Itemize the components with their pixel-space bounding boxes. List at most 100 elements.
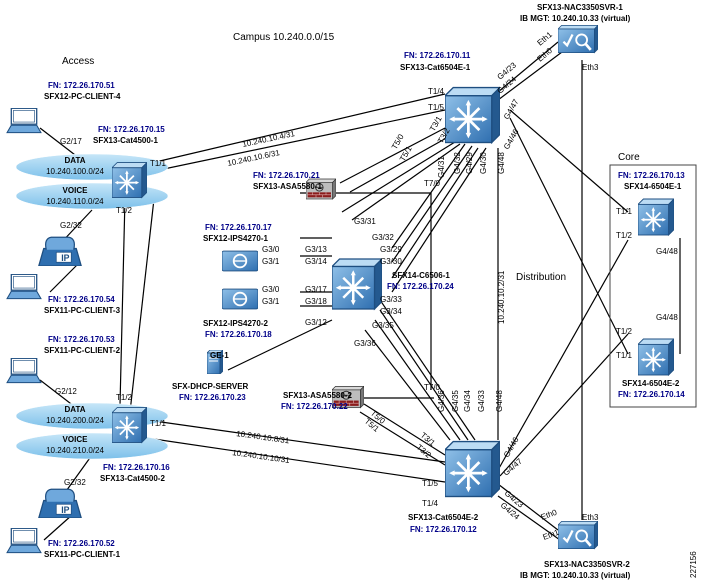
port-eth0a: Eth0 — [536, 46, 555, 64]
port-g4-30: G4/30 — [479, 152, 488, 174]
port-t1-2b: T1/2 — [116, 393, 133, 402]
port-t7-0a: T7/0 — [424, 179, 441, 188]
ips2-fn: FN: 172.26.170.18 — [205, 330, 272, 339]
nac3350-1-server-icon[interactable] — [558, 24, 598, 54]
vlan-voice1-label: VOICE — [63, 186, 89, 195]
nac1-name: SFX13-NAC3350SVR-1 — [537, 3, 623, 12]
link-10-240-10-2: 10.240.10.2/31 — [497, 270, 506, 324]
core-port-t1-1a: T1/1 — [616, 207, 633, 216]
port-g3-14: G3/14 — [305, 257, 327, 266]
port-g3-29: G3/29 — [380, 245, 402, 254]
nac2-mgt: IB MGT: 10.240.10.33 (virtual) — [520, 571, 631, 580]
ips4270-1-icon[interactable] — [222, 250, 258, 272]
core-6504e-2-switch-icon[interactable] — [638, 337, 674, 377]
port-g3-30: G3/30 — [380, 257, 402, 266]
port-t5-1a: T5/1 — [398, 144, 414, 163]
core-port-g4-48a: G4/48 — [656, 247, 678, 256]
port-g3-34: G3/34 — [380, 307, 402, 316]
port-eth3a: Eth3 — [582, 63, 599, 72]
section-distribution: Distribution — [516, 272, 566, 283]
vlan-data2-label: DATA — [64, 405, 85, 414]
port-g2-17: G2/17 — [60, 137, 82, 146]
cat6504e-2-switch-icon[interactable] — [445, 439, 500, 499]
cat6504e-1-fn: FN: 172.26.170.11 — [404, 51, 471, 60]
cat4500-1-name: SFX13-Cat4500-1 — [93, 136, 158, 145]
cat4500-2-switch-icon[interactable] — [112, 406, 147, 444]
port-t1-4b: T1/4 — [422, 499, 439, 508]
port-g4-35: G4/35 — [451, 390, 460, 412]
ip-phone-2-icon[interactable] — [38, 488, 82, 518]
client4-laptop-icon[interactable] — [6, 108, 42, 134]
client3-name: SFX11-PC-CLIENT-3 — [44, 306, 121, 315]
core-port-t1-1b: T1/1 — [616, 351, 633, 360]
link-10-240-10-6: 10.240.10.6/31 — [227, 148, 282, 168]
port-eth1a: Eth1 — [536, 30, 555, 48]
section-core: Core — [618, 152, 640, 163]
core2-name: SFX14-6504E-2 — [622, 379, 680, 388]
port-g3-1b: G3/1 — [262, 297, 280, 306]
client4-fn: FN: 172.26.170.51 — [48, 81, 115, 90]
c6506-switch-icon[interactable] — [332, 257, 382, 311]
cat4500-2-fn: FN: 172.26.170.16 — [103, 463, 170, 472]
core-6504e-1-switch-icon[interactable] — [638, 197, 674, 237]
nac3350-2-server-icon[interactable] — [558, 520, 598, 550]
port-g3-18: G3/18 — [305, 297, 327, 306]
links — [39, 41, 681, 541]
ip-phone-1-icon[interactable] — [38, 236, 82, 266]
vlan-data1-net: 10.240.100.0/24 — [46, 167, 104, 176]
vlan-voice2-net: 10.240.210.0/24 — [46, 446, 104, 455]
client2-laptop-icon[interactable] — [6, 358, 42, 384]
core-port-t1-2a: T1/2 — [616, 231, 633, 240]
client3-laptop-icon[interactable] — [6, 274, 42, 300]
link-10-240-10-8: 10.240.10.8/31 — [236, 429, 291, 445]
dhcp-name: SFX-DHCP-SERVER — [172, 382, 249, 391]
client1-fn: FN: 172.26.170.52 — [48, 539, 115, 548]
cat6504e-1-name: SFX13-Cat6504E-1 — [400, 63, 471, 72]
nac1-mgt: IB MGT: 10.240.10.33 (virtual) — [520, 14, 631, 23]
port-t1-2a: T1/2 — [116, 206, 133, 215]
ips1-name: SFX12-IPS4270-1 — [203, 234, 268, 243]
core-port-t1-2b: T1/2 — [616, 327, 633, 336]
port-g2-32b: G2/32 — [64, 478, 86, 487]
port-g4-47b: G4/47 — [502, 456, 525, 477]
ips1-fn: FN: 172.26.170.17 — [205, 223, 272, 232]
client1-laptop-icon[interactable] — [6, 528, 42, 554]
vlan-data2-net: 10.240.200.0/24 — [46, 416, 104, 425]
port-g4-31: G4/31 — [437, 156, 446, 178]
port-t1-5b: T1/5 — [422, 479, 439, 488]
port-g4-32a: G4/32 — [453, 152, 462, 174]
ips4270-2-icon[interactable] — [222, 288, 258, 310]
port-g3-32: G3/32 — [372, 233, 394, 242]
core-port-g4-48b: G4/48 — [656, 313, 678, 322]
client1-name: SFX11-PC-CLIENT-1 — [44, 550, 121, 559]
core2-fn: FN: 172.26.170.14 — [618, 390, 685, 399]
section-access: Access — [62, 56, 94, 67]
port-t1-4a: T1/4 — [428, 87, 445, 96]
cat6504e-1-switch-icon[interactable] — [445, 85, 500, 145]
cat4500-1-fn: FN: 172.26.170.15 — [98, 125, 165, 134]
c6506-fn: FN: 172.26.170.24 — [387, 282, 454, 291]
c6506-name: SFX14-C6506-1 — [392, 271, 450, 280]
ips2-name: SFX12-IPS4270-2 — [203, 319, 268, 328]
port-eth0b: Eth0 — [540, 508, 559, 522]
port-g3-0a: G3/0 — [262, 245, 280, 254]
client4-name: SFX12-PC-CLIENT-4 — [44, 92, 121, 101]
port-g3-36: G3/36 — [354, 339, 376, 348]
client3-fn: FN: 172.26.170.54 — [48, 295, 115, 304]
cat4500-1-switch-icon[interactable] — [112, 161, 147, 199]
port-g3-0b: G3/0 — [262, 285, 280, 294]
port-g2-32a: G2/32 — [60, 221, 82, 230]
asa1-fn: FN: 172.26.170.21 — [253, 171, 320, 180]
vlan-data1-label: DATA — [64, 156, 85, 165]
port-g4-34: G4/34 — [463, 390, 472, 412]
port-g3-12: G3/12 — [305, 318, 327, 327]
port-g4-29: G4/29 — [465, 152, 474, 174]
link-10-240-10-10: 10.240.10.10/31 — [232, 448, 291, 465]
port-g4-46a: G4/46 — [502, 127, 521, 151]
port-g4-48b: G4/48 — [495, 390, 504, 412]
diagram-title: Campus 10.240.0.0/15 — [233, 32, 335, 43]
dhcp-port: GE-1 — [210, 351, 229, 360]
port-g3-17: G3/17 — [305, 285, 327, 294]
